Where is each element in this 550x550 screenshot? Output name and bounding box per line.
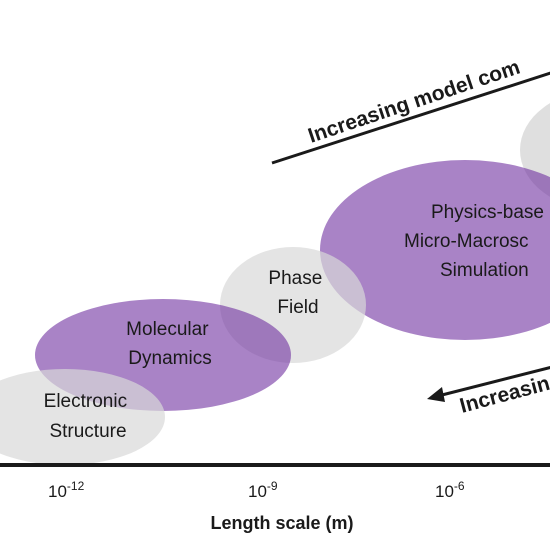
top-arrow-line xyxy=(271,71,550,165)
label-molecular-line-1: Molecular xyxy=(126,319,209,340)
label-physics-line-3: Simulation xyxy=(440,260,529,281)
bottom-arrowhead-icon xyxy=(427,387,445,402)
label-physics-line-1: Physics-base xyxy=(431,202,544,223)
tick-exp-1e-9: -9 xyxy=(267,479,278,493)
ellipse-electronic-structure xyxy=(0,369,165,465)
label-electronic-line-1: Electronic xyxy=(44,391,127,412)
ellipse-physics-based xyxy=(320,160,550,340)
label-electronic-structure: Electronic Structure xyxy=(44,391,133,442)
tick-label-1e-12: 10-12 xyxy=(48,479,85,501)
tick-base-1e-12: 10 xyxy=(48,482,67,501)
label-physics-line-2: Micro-Macrosc xyxy=(404,231,529,252)
tick-label-1e-6: 10-6 xyxy=(435,479,465,501)
tick-exp-1e-6: -6 xyxy=(454,479,465,493)
top-arrow-label: Increasing model com xyxy=(305,56,523,148)
label-phase-line-2: Field xyxy=(277,297,318,318)
label-phase-field: Phase Field xyxy=(268,268,327,318)
label-phase-line-1: Phase xyxy=(268,268,322,289)
bottom-arrow-line xyxy=(437,365,550,398)
tick-label-1e-9: 10-9 xyxy=(248,479,278,501)
label-electronic-line-2: Structure xyxy=(49,421,126,442)
label-physics-based: Physics-base Micro-Macrosc Simulation xyxy=(404,202,549,281)
axis-title: Length scale (m) xyxy=(210,513,353,533)
tick-exp-1e-12: -12 xyxy=(67,479,85,493)
label-molecular-dynamics: Molecular Dynamics xyxy=(126,319,214,369)
tick-base-1e-9: 10 xyxy=(248,482,267,501)
tick-base-1e-6: 10 xyxy=(435,482,454,501)
label-molecular-line-2: Dynamics xyxy=(128,348,211,369)
